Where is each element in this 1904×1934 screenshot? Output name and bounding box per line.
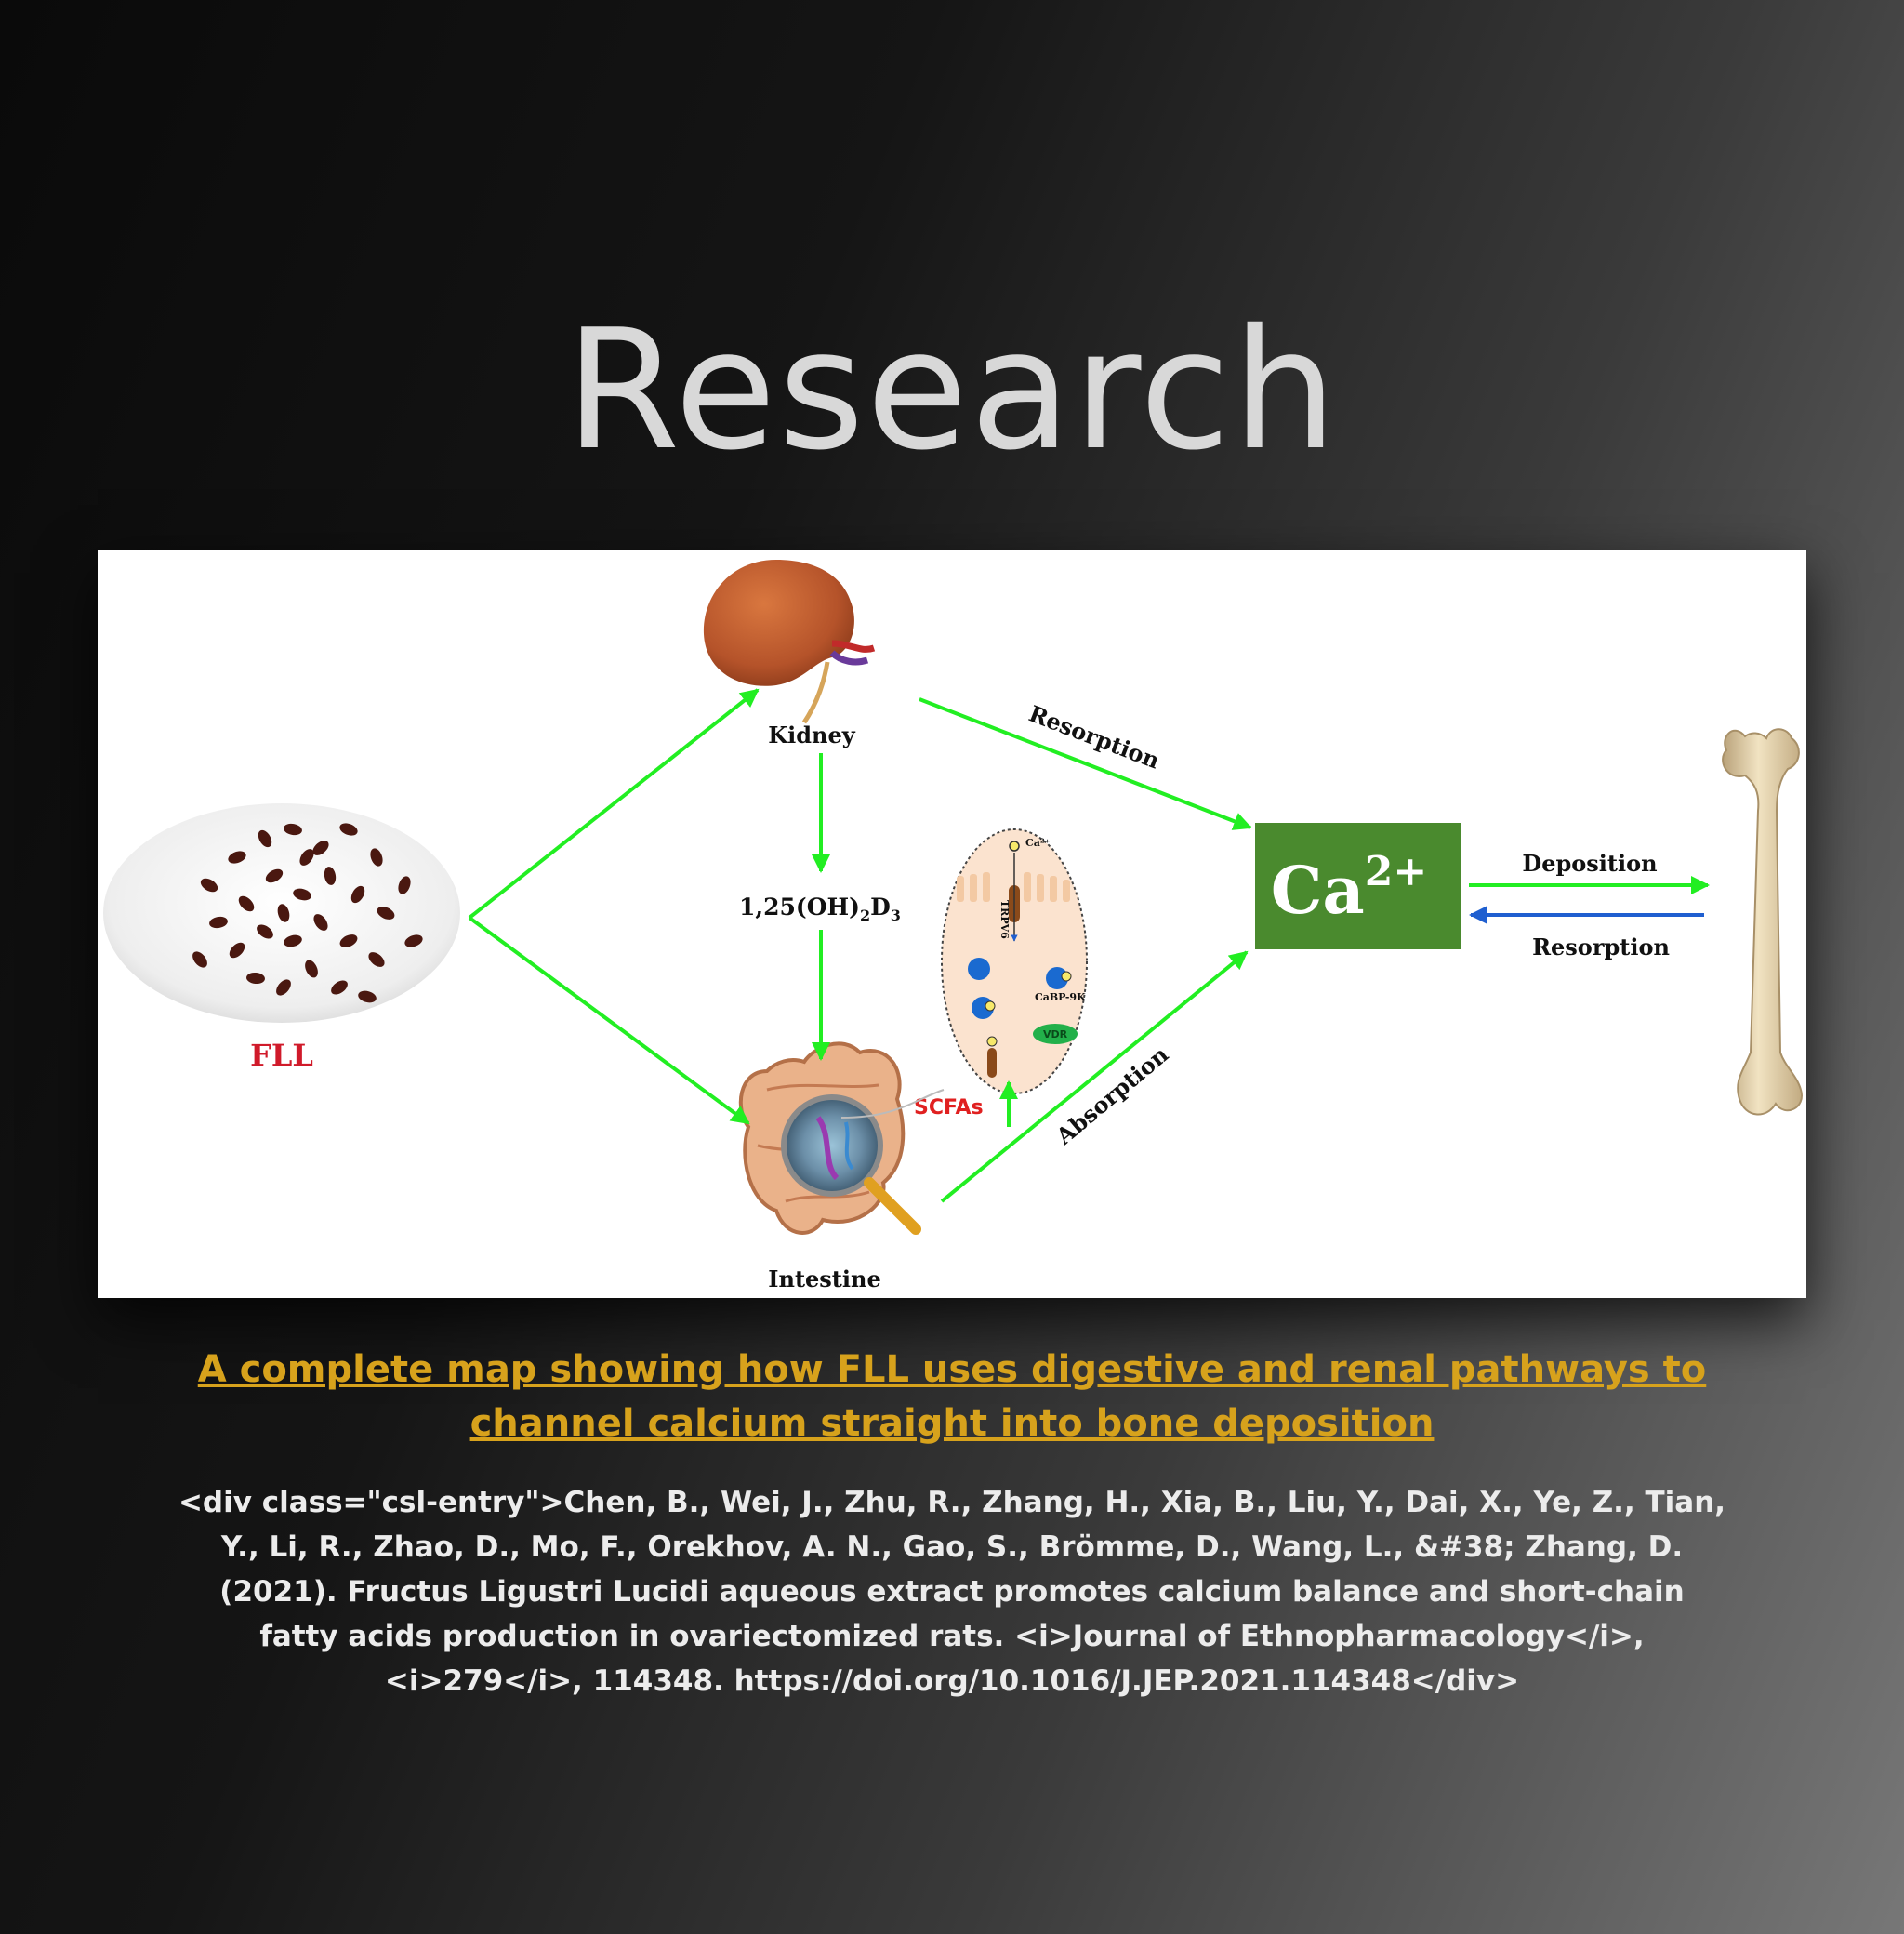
cell-trpv6-label: TRPV6 — [998, 900, 1011, 939]
fll-to-intestine-arrow — [468, 916, 750, 1125]
cell-ca-label: Ca²⁺ — [1025, 837, 1051, 849]
deposition-label: Deposition — [1522, 850, 1657, 877]
intestine-image — [738, 1041, 921, 1235]
kidney-image — [703, 560, 876, 724]
vitamin-d-label: 1,25(OH)2D3 — [739, 894, 901, 924]
fll-seeds-image — [103, 803, 460, 1023]
cell-vdr-label: VDR — [1043, 1028, 1068, 1040]
calcium-label: Ca2+ — [1271, 848, 1428, 929]
cell-cabp-label: CaBP-9K — [1035, 991, 1086, 1003]
caption-link[interactable]: A complete map showing how FLL uses dige… — [197, 1348, 1707, 1445]
fll-label: FLL — [250, 1038, 313, 1073]
kidney-label: Kidney — [768, 722, 855, 748]
absorption-arrow — [940, 950, 1249, 1203]
page-title: Research — [564, 294, 1340, 486]
enterocyte-inset — [840, 828, 1088, 1119]
fll-to-kidney-arrow — [468, 688, 760, 920]
citation-text: <div class="csl-entry">Chen, B., Wei, J.… — [178, 1486, 1726, 1698]
kidney-resorption-label: Resorption — [1025, 700, 1163, 775]
scfas-label: SCFAs — [914, 1096, 984, 1119]
bone-resorption-label: Resorption — [1532, 934, 1670, 960]
kidney-resorption-arrow — [919, 697, 1252, 830]
intestine-label: Intestine — [768, 1265, 880, 1292]
bone-image — [1722, 728, 1803, 1116]
calcium-box — [1255, 823, 1461, 949]
pathway-diagram: FLL Kidney 1,25(OH)2D3 Intestine SCFAs — [98, 550, 1806, 1298]
